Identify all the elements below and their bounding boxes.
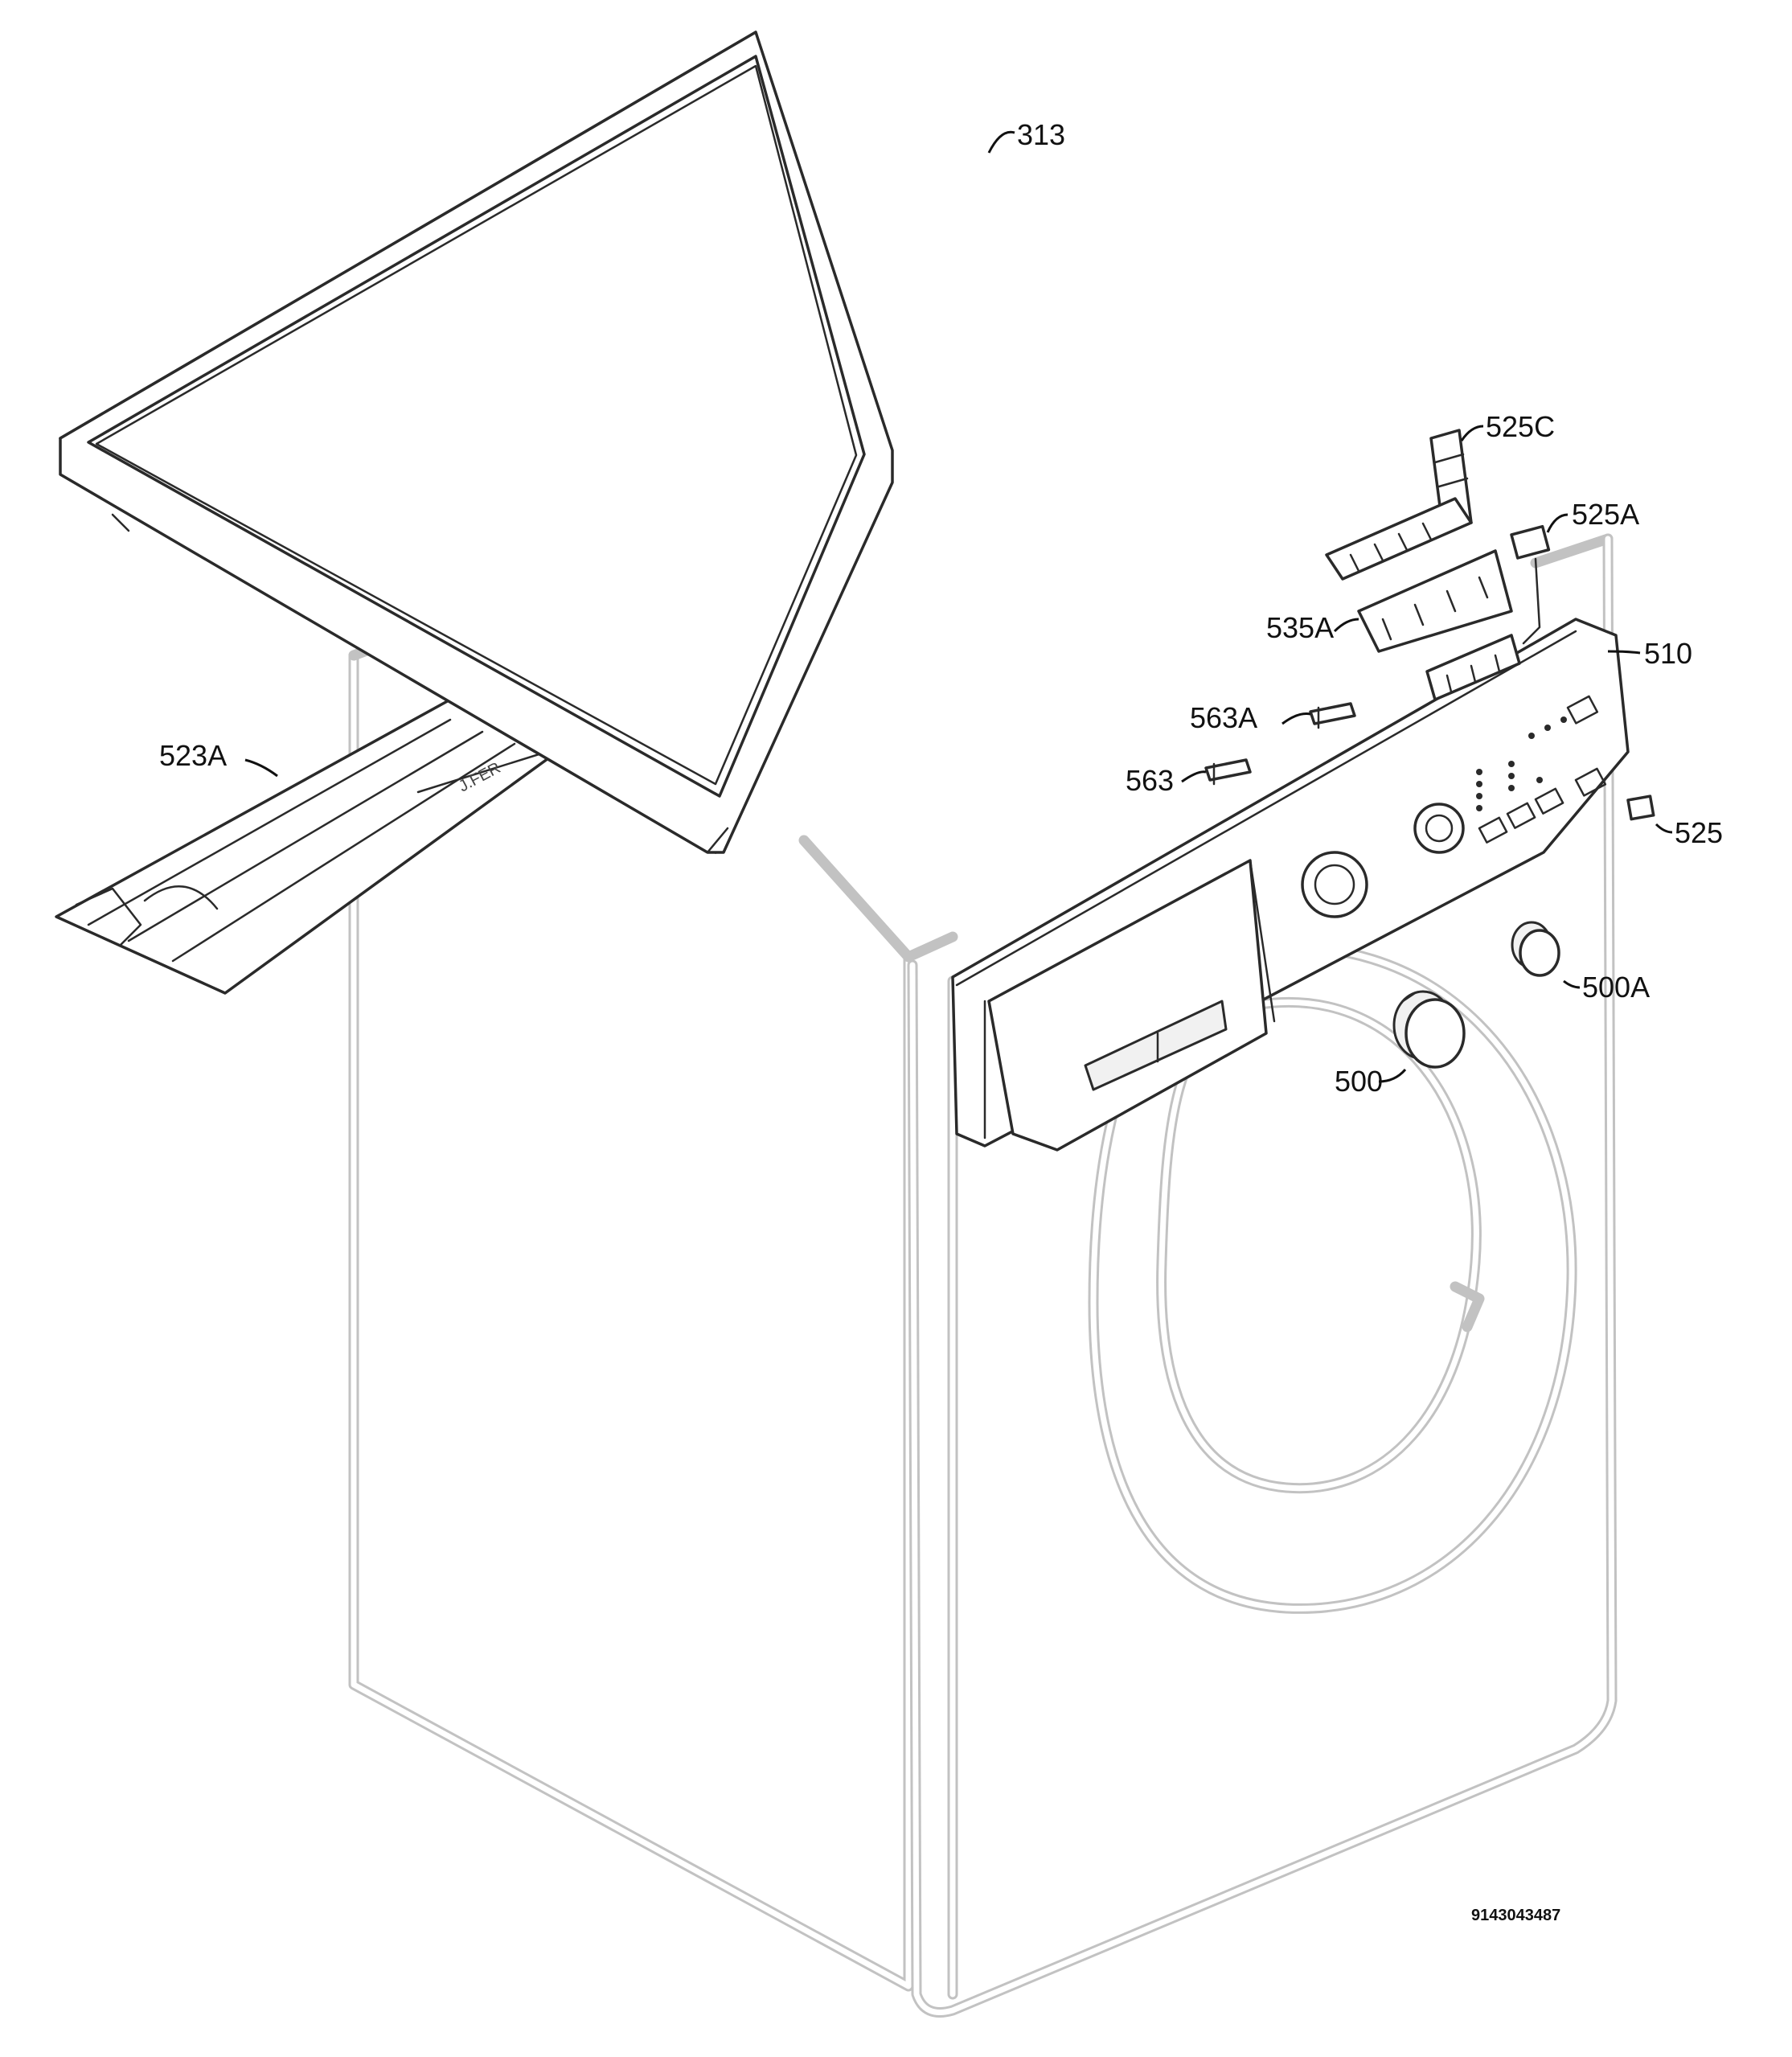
indicator-leds xyxy=(1476,716,1567,811)
knob-500a xyxy=(1511,921,1560,977)
callout-525: 525 xyxy=(1675,816,1723,849)
callout-500: 500 xyxy=(1335,1065,1383,1098)
module-525a xyxy=(1510,524,1551,645)
drawing-reference-number: 9143043487 xyxy=(1471,1907,1560,1924)
switch-block xyxy=(1425,634,1521,701)
leader-lines xyxy=(244,130,1673,1083)
callout-510: 510 xyxy=(1644,637,1692,670)
pushrod-563a xyxy=(1309,702,1356,729)
module-535a xyxy=(1325,497,1513,653)
callout-500a: 500A xyxy=(1582,971,1650,1004)
callout-523a: 523A xyxy=(159,739,227,772)
callout-535a: 535A xyxy=(1266,611,1334,644)
worktop-313 xyxy=(59,31,894,854)
cabinet-outline xyxy=(348,533,1618,2018)
switch-525 xyxy=(1626,794,1655,821)
detergent-drawer-rail-523a: J.FER xyxy=(55,698,564,995)
control-panel-510 xyxy=(951,618,1630,1152)
callout-525a: 525A xyxy=(1572,498,1639,531)
callout-313: 313 xyxy=(1017,118,1065,151)
callout-labels: 313 525C 525A 535A 510 563A 563 523A 525… xyxy=(159,118,1723,1098)
callout-563a: 563A xyxy=(1190,701,1257,734)
callout-525c: 525C xyxy=(1486,410,1555,443)
callout-563: 563 xyxy=(1126,764,1174,797)
knob-500 xyxy=(1392,990,1466,1069)
pushrod-563 xyxy=(1204,758,1252,786)
